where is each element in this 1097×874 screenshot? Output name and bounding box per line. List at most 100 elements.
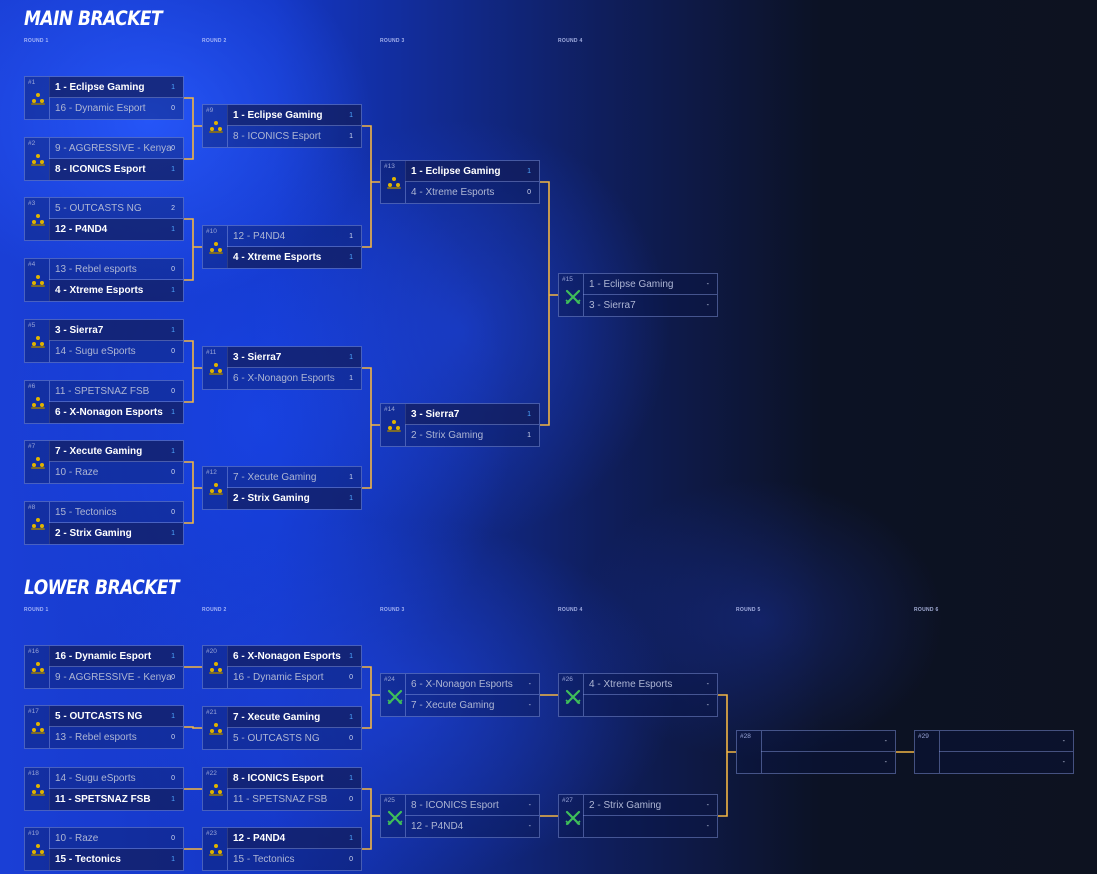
team-row-top[interactable]: 1 - Eclipse Gaming- [583, 274, 717, 295]
team-row-top[interactable]: - [939, 731, 1073, 752]
team-name: 12 - P4ND4 [55, 224, 108, 235]
team-row-top[interactable]: 2 - Strix Gaming- [583, 795, 717, 816]
team-row-bottom[interactable]: 12 - P4ND4- [405, 816, 539, 837]
team-score: 1 [171, 409, 175, 416]
team-name: 9 - AGGRESSIVE - Kenya [55, 672, 172, 683]
team-row-top[interactable]: 4 - Xtreme Esports- [583, 674, 717, 695]
team-row-bottom[interactable]: - [583, 816, 717, 837]
team-row-bottom[interactable]: 7 - Xecute Gaming- [405, 695, 539, 716]
team-row-bottom[interactable]: - [939, 752, 1073, 773]
match-id-cell: #19 [25, 828, 50, 870]
match-id-cell: #26 [559, 674, 584, 716]
match-card[interactable]: #28-- [736, 730, 896, 774]
team-row-bottom[interactable]: 3 - Sierra7- [583, 295, 717, 316]
team-name: 8 - ICONICS Esport [233, 773, 324, 784]
team-row-bottom[interactable]: - [761, 752, 895, 773]
team-name: 6 - X-Nonagon Esports [233, 651, 341, 662]
match-number: #18 [28, 770, 39, 777]
team-row-top[interactable]: 6 - X-Nonagon Esports- [405, 674, 539, 695]
match-id-cell: #22 [203, 768, 228, 810]
team-name: 5 - OUTCASTS NG [233, 733, 320, 744]
match-id-cell: #27 [559, 795, 584, 837]
team-row-top[interactable]: 8 - ICONICS Esport- [405, 795, 539, 816]
team-row-bottom[interactable]: - [583, 695, 717, 716]
team-row-top[interactable]: - [761, 731, 895, 752]
match-number: #22 [206, 770, 217, 777]
match-id-cell: #14 [381, 404, 406, 446]
match-card[interactable]: #29-- [914, 730, 1074, 774]
